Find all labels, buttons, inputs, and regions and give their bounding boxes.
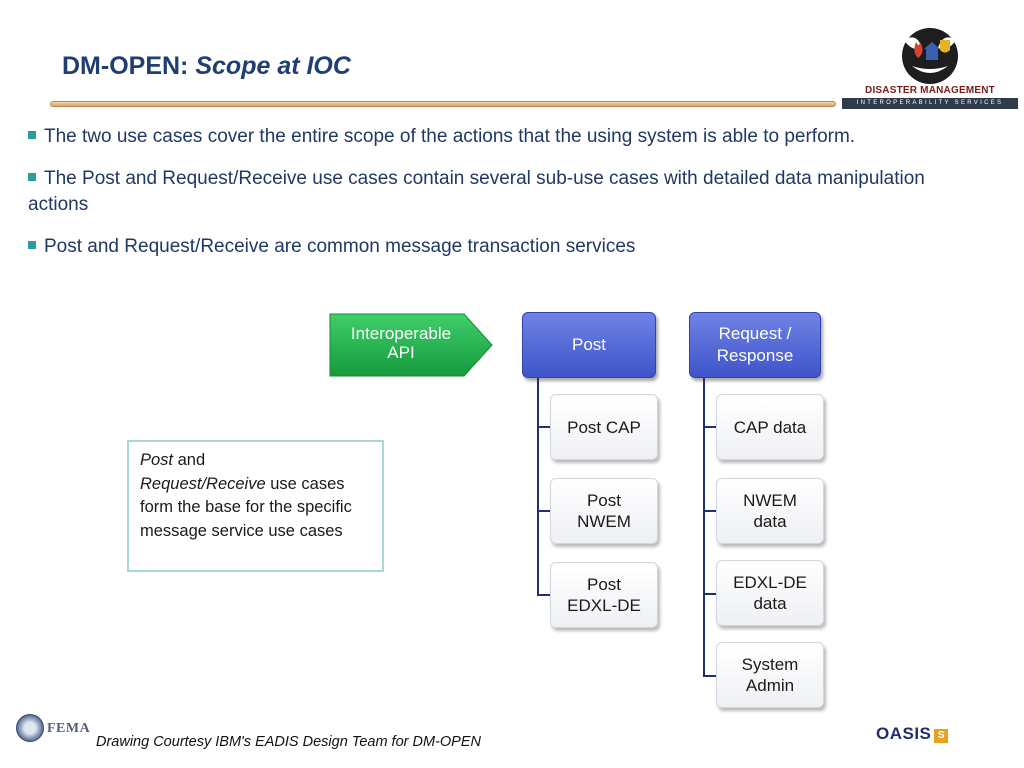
dhs-seal-icon: [16, 714, 44, 742]
api-label-line1: Interoperable: [350, 324, 452, 343]
post-edxl-label-line1: Post: [586, 575, 622, 594]
dm-emblem-icon: [902, 28, 958, 84]
bullet-text: The two use cases cover the entire scope…: [44, 126, 856, 147]
system-admin-label-line1: System: [741, 655, 799, 674]
bullet-item: The two use cases cover the entire scope…: [28, 124, 948, 150]
fema-logo: FEMA: [16, 714, 96, 744]
post-cap-label: Post CAP: [567, 417, 641, 437]
api-label-line2: API: [387, 343, 415, 362]
connector-line: [703, 593, 717, 595]
bullet-item: The Post and Request/Receive use cases c…: [28, 166, 948, 218]
oasis-wordmark: OASIS: [876, 724, 932, 743]
nwem-data-label-line2: data: [753, 512, 787, 531]
nwem-data-box: NWEM data: [716, 478, 824, 544]
note-text: use cases form the base for the specific…: [140, 474, 352, 540]
connector-line: [703, 426, 717, 428]
bullet-text: Post and Request/Receive are common mess…: [44, 236, 636, 257]
request-label-line2: Response: [716, 346, 794, 365]
edxl-data-box: EDXL-DE data: [716, 560, 824, 626]
post-cap-box: Post CAP: [550, 394, 658, 460]
cap-data-label: CAP data: [733, 417, 807, 437]
note-emphasis-post: Post: [140, 451, 174, 469]
post-box: Post: [522, 312, 656, 378]
connector-line: [537, 426, 551, 428]
page-title: DM-OPEN: Scope at IOC: [62, 52, 351, 81]
connector-line: [537, 594, 551, 596]
edxl-data-label-line1: EDXL-DE: [733, 573, 807, 592]
bullet-list: The two use cases cover the entire scope…: [28, 124, 948, 260]
post-nwem-label-line1: Post: [586, 491, 621, 510]
bullet-text: The Post and Request/Receive use cases c…: [28, 168, 925, 215]
fema-wordmark: FEMA: [47, 721, 91, 736]
system-admin-label-line2: Admin: [745, 676, 795, 695]
note-emphasis-request: Request/Receive: [140, 474, 266, 493]
nwem-data-label-line1: NWEM: [743, 491, 797, 510]
api-label: Interoperable API: [328, 324, 474, 362]
api-arrow-shape: [329, 313, 493, 377]
dm-logo-subtitle: INTEROPERABILITY SERVICES: [842, 98, 1018, 109]
title-main: DM-OPEN:: [62, 52, 189, 80]
note-text: and: [173, 451, 206, 469]
bullet-item: Post and Request/Receive are common mess…: [28, 234, 948, 260]
connector-line: [703, 675, 717, 677]
interoperable-api-arrow: Interoperable API: [328, 312, 494, 378]
title-sub: Scope at IOC: [195, 52, 351, 80]
connector-line: [703, 378, 705, 676]
connector-line: [703, 510, 717, 512]
drawing-credit: Drawing Courtesy IBM's EADIS Design Team…: [96, 734, 481, 750]
cap-data-box: CAP data: [716, 394, 824, 460]
request-label-line1: Request /: [718, 324, 792, 343]
dm-logo: DISASTER MANAGEMENT INTEROPERABILITY SER…: [842, 22, 1018, 110]
bullet-marker-icon: [28, 173, 36, 181]
post-label: Post: [571, 335, 607, 354]
bullet-marker-icon: [28, 131, 36, 139]
edxl-data-label-line2: data: [753, 594, 787, 613]
note-box: Post and Request/Receive use cases form …: [127, 440, 384, 572]
connector-line: [537, 378, 539, 596]
connector-line: [537, 510, 551, 512]
title-divider: [50, 101, 836, 107]
request-response-box: Request / Response: [689, 312, 821, 378]
dm-logo-title: DISASTER MANAGEMENT: [842, 85, 1018, 97]
post-edxl-label-line2: EDXL-DE: [567, 596, 641, 615]
oasis-mark-icon: S: [934, 729, 949, 743]
post-nwem-label-line2: NWEM: [577, 512, 631, 531]
bullet-marker-icon: [28, 241, 36, 249]
